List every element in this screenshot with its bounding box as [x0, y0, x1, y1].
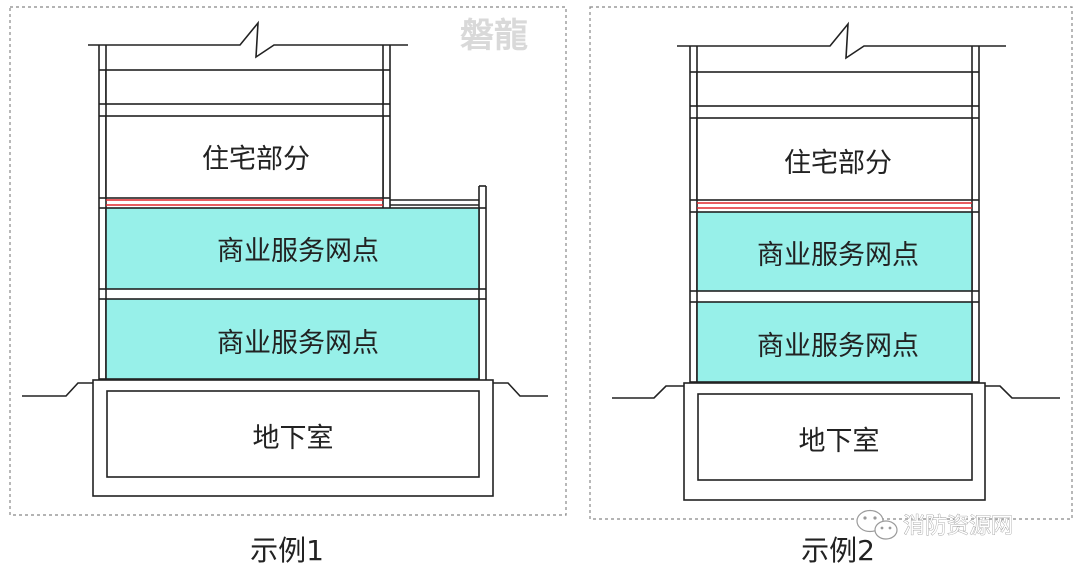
basement-room	[106, 390, 480, 478]
ground-line-left	[612, 385, 684, 399]
commercial-room-upper	[696, 211, 973, 292]
commercial-room-lower	[105, 298, 480, 380]
example-2: 住宅部分 商业服务网点 商业服务网点 地下室 示例2	[589, 6, 1073, 567]
ground-line-right	[985, 385, 1060, 399]
commercial-room-upper	[105, 207, 480, 290]
left-wall	[98, 45, 107, 380]
credit-badge: 消防资源网	[856, 509, 1013, 540]
example-1-frame	[9, 6, 567, 516]
example-1-caption: 示例1	[250, 534, 324, 567]
wall-notches	[99, 69, 486, 380]
credit-text: 消防资源网	[903, 514, 1013, 539]
residential-room	[696, 117, 973, 201]
commercial-lower-label: 商业服务网点	[757, 331, 919, 362]
break-line	[88, 20, 408, 59]
example-2-caption: 示例2	[801, 534, 875, 567]
watermark: 磐龍	[460, 16, 528, 56]
basement-room	[697, 393, 973, 481]
residential-room	[105, 115, 384, 199]
commercial-upper-label: 商业服务网点	[217, 236, 379, 267]
basement-label: 地下室	[253, 423, 334, 454]
commercial-upper-label: 商业服务网点	[757, 240, 919, 271]
wechat-icon	[856, 509, 898, 540]
fire-separation-line	[106, 199, 383, 206]
left-wall	[689, 46, 698, 383]
example-1: 住宅部分 商业服务网点 商业服务网点 地下室	[9, 6, 567, 567]
wall-notches	[690, 71, 979, 383]
example-2-frame	[589, 6, 1073, 520]
basement-label: 地下室	[799, 426, 880, 457]
residential-room-top	[696, 71, 973, 107]
fire-separation-line	[697, 202, 972, 209]
residential-room-top	[105, 69, 384, 105]
ground-line-right	[493, 382, 548, 397]
ground-line-left	[22, 382, 93, 397]
residential-label: 住宅部分	[784, 148, 892, 179]
commercial-lower-label: 商业服务网点	[217, 328, 379, 359]
commercial-room-lower	[696, 301, 973, 383]
right-wall	[971, 46, 980, 383]
break-line	[677, 21, 1006, 60]
right-wall-podium	[478, 185, 487, 380]
residential-label: 住宅部分	[202, 144, 310, 175]
